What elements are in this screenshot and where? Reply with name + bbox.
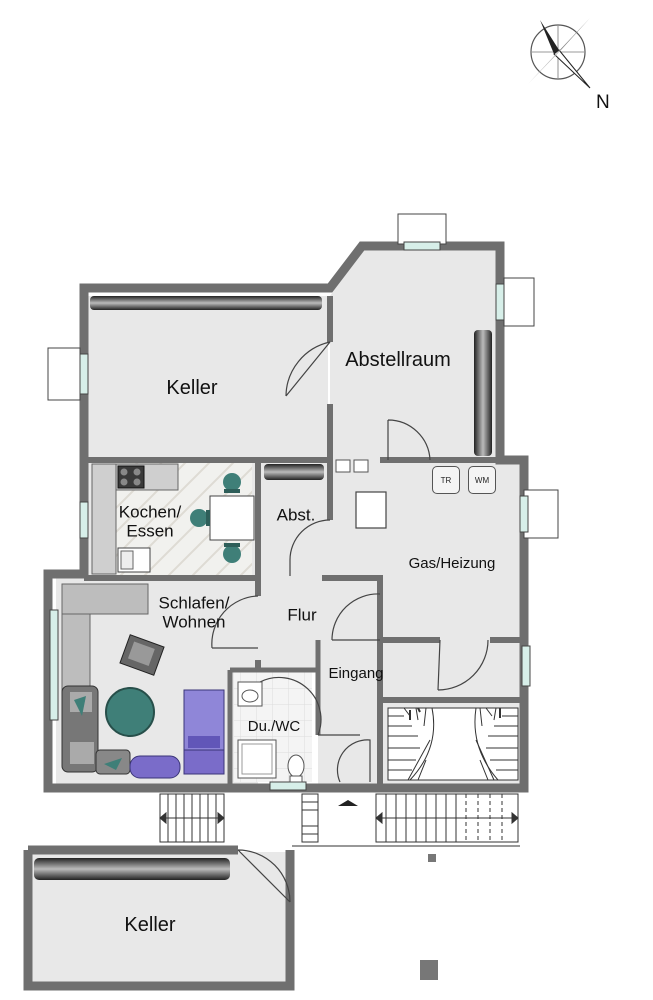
room-label-abstellraum: Abstellraum <box>345 349 451 371</box>
doors <box>211 341 489 903</box>
shelf-box <box>353 459 369 473</box>
living-furniture <box>61 583 225 779</box>
kitchen-counter <box>91 463 179 575</box>
staircase <box>387 707 519 781</box>
washing-machine-wm-icon: WM <box>468 466 496 494</box>
windows <box>47 213 559 791</box>
dryer-tr-icon: TR <box>432 466 460 494</box>
compass-north-label: N <box>596 92 610 113</box>
dining-table <box>190 473 255 563</box>
post <box>420 960 438 980</box>
exterior-steps <box>159 793 520 862</box>
walls <box>23 241 529 991</box>
room-label-gas-heizung: Gas/Heizung <box>408 554 496 572</box>
boiler <box>355 491 387 529</box>
radiators <box>34 296 492 880</box>
room-label-keller-bottom: Keller <box>124 914 176 936</box>
room-label-kochen-essen: Kochen/ Essen <box>118 502 182 540</box>
room-label-du-wc: Du./WC <box>247 717 301 735</box>
room-label-abst: Abst. <box>276 505 316 525</box>
compass-icon <box>528 18 591 89</box>
bath-fixtures <box>237 681 305 783</box>
room-label-keller-top: Keller <box>166 377 218 399</box>
room-label-schlafen-wohnen: Schlafen/ Wohnen <box>158 593 230 631</box>
room-label-flur: Flur <box>287 605 317 625</box>
shelf-box <box>335 459 351 473</box>
room-label-eingang: Eingang <box>328 664 384 682</box>
